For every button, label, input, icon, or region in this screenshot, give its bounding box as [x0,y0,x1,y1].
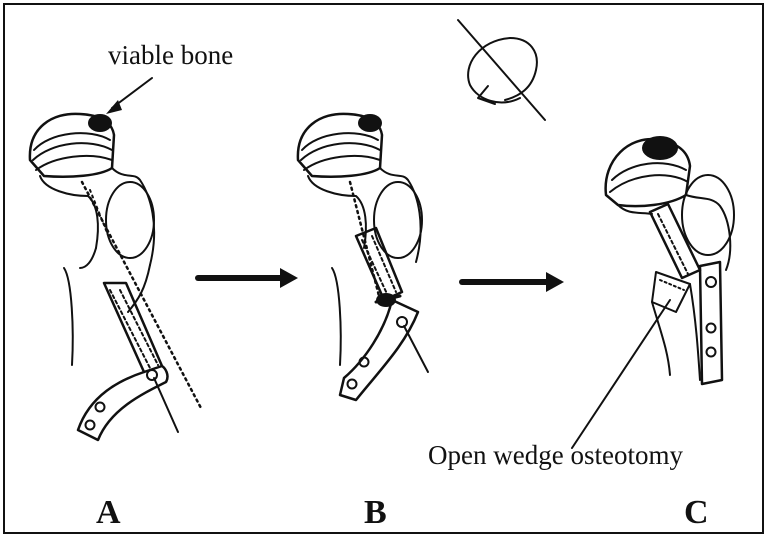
panel-c-femur [606,136,734,384]
viable-bone-label: viable bone [108,40,233,71]
panel-a-femur [30,114,202,440]
open-wedge-label: Open wedge osteotomy [428,440,683,471]
panel-a-label: A [96,494,121,532]
panel-b-label: B [364,494,387,532]
arrow-b-to-c [462,272,564,292]
panel-c-label: C [684,494,709,532]
viable-bone-dot [88,114,112,132]
arrow-a-to-b [198,268,298,288]
wedge-pointer [572,300,670,448]
panel-b-femur [298,114,428,400]
rotation-symbol [458,20,545,120]
